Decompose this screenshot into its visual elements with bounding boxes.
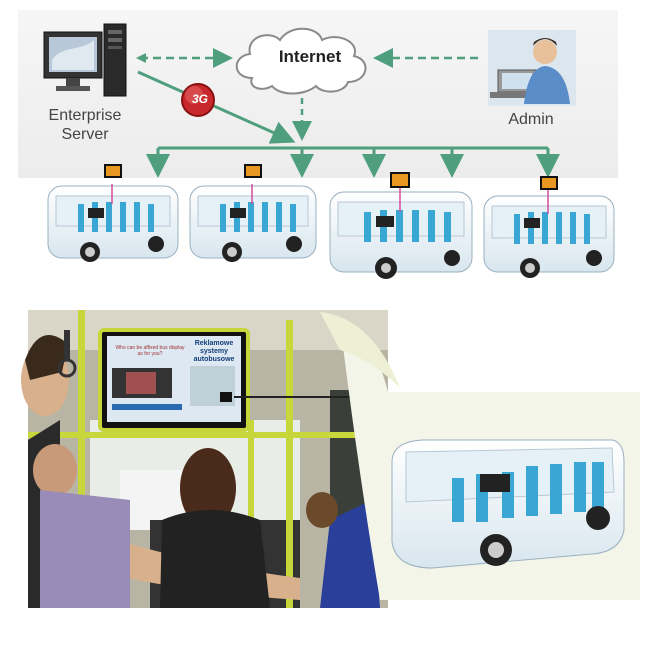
internet-label: Internet xyxy=(278,47,342,66)
3g-badge-icon xyxy=(181,83,215,117)
distribution-bus-line xyxy=(146,146,560,178)
server-internet-link xyxy=(136,48,233,68)
admin-person-icon xyxy=(488,30,576,106)
server-label: Enterprise Server xyxy=(48,107,122,143)
bus-2 xyxy=(189,164,317,262)
screen-title: Reklamowe systemy autobusowe xyxy=(193,340,235,363)
3g-badge-label: 3G xyxy=(191,92,208,106)
bus-3 xyxy=(329,172,473,279)
zoomed-bus xyxy=(391,439,625,569)
server-computer-icon xyxy=(43,23,127,97)
bus-display-screen xyxy=(98,328,250,432)
admin-label: Admin xyxy=(508,111,554,128)
bus-1 xyxy=(47,164,179,262)
internet-cloud-icon xyxy=(235,27,367,95)
3g-link xyxy=(137,70,296,144)
screen-question: Who can be affixed bus display as for yo… xyxy=(115,345,185,357)
bus-4 xyxy=(483,176,615,278)
